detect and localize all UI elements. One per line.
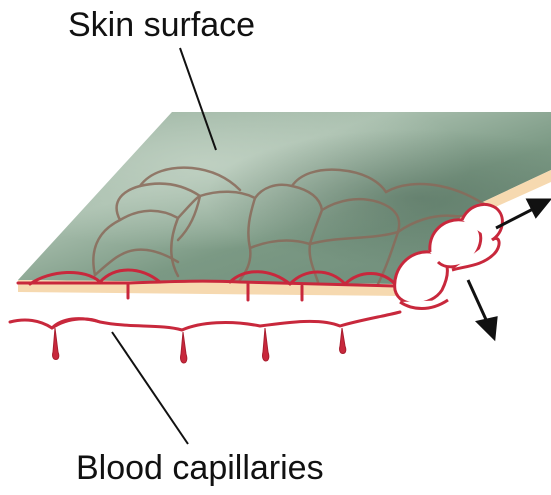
leader-line-blood-capillaries: [112, 332, 188, 444]
lower-capillary-network: [10, 312, 400, 363]
lower-capillary-arch: [52, 319, 100, 328]
capillary-drop: [53, 328, 59, 360]
capillary-drop: [263, 328, 269, 361]
arrow-line-down: [468, 280, 488, 324]
skin-slab: [18, 112, 551, 296]
blood-capillaries-label: Blood capillaries: [76, 451, 324, 485]
arrow-head-down: [478, 318, 496, 338]
arrow-head-right: [528, 200, 549, 216]
skin-surface-label: Skin surface: [68, 8, 255, 42]
capillary-drop: [340, 328, 346, 354]
capillary-drop: [181, 332, 187, 363]
